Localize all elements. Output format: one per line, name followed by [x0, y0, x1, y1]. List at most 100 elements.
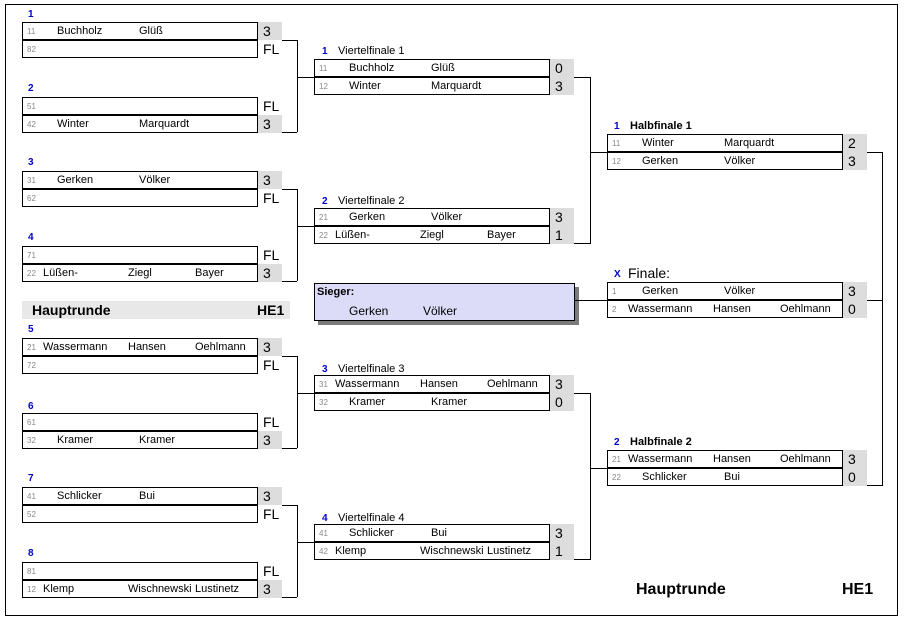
score-cell: 3 — [843, 152, 867, 170]
score-cell: 0 — [843, 300, 867, 318]
bracket-line — [297, 542, 315, 543]
player-name: Winter — [349, 80, 381, 92]
seed-number: 32 — [319, 398, 328, 407]
seed-number: 82 — [27, 45, 36, 54]
hauptrunde-title: Hauptrunde — [32, 302, 111, 318]
qf-number: 3 — [322, 364, 328, 375]
match-number: 2 — [28, 83, 34, 94]
player-name: Kramer — [349, 396, 386, 408]
qf-label: Viertelfinale 4 — [338, 512, 405, 524]
player-row: 51 — [22, 97, 258, 115]
final-number: X — [614, 269, 621, 280]
bracket-line — [282, 40, 297, 41]
seed-number: 2 — [612, 305, 617, 314]
player-name: Kramer — [431, 396, 468, 408]
player-row: 31 Gerken Völker — [22, 171, 258, 189]
seed-number: 22 — [27, 269, 36, 278]
player-name: Marquardt — [431, 80, 482, 92]
seed-number: 72 — [27, 361, 36, 370]
seed-number: 41 — [319, 529, 328, 538]
seed-number: 61 — [27, 418, 36, 427]
seed-number: 12 — [27, 585, 36, 594]
player-name: Lüßen- — [335, 229, 370, 241]
bracket-line — [590, 393, 591, 559]
player-name: Hansen — [713, 303, 751, 315]
player-name: Völker — [139, 174, 171, 186]
bracket-line — [590, 152, 608, 153]
bracket-line — [282, 448, 297, 449]
score-cell: 3 — [258, 171, 282, 189]
score-cell: 0 — [843, 468, 867, 486]
player-row: 72 — [22, 356, 258, 374]
seed-number: 22 — [319, 231, 328, 240]
score-cell: 0 — [550, 393, 574, 411]
player-name: Wassermann — [628, 303, 693, 315]
score-cell: FL — [258, 356, 282, 374]
seed-number: 21 — [27, 343, 36, 352]
player-name: Schlicker — [57, 490, 102, 502]
qf-number: 4 — [322, 513, 328, 524]
score-cell: FL — [258, 189, 282, 207]
match-number: 4 — [28, 232, 34, 243]
player-name: Bayer — [195, 267, 224, 279]
sf-number: 1 — [614, 121, 620, 132]
seed-number: 12 — [319, 82, 328, 91]
score-cell: 3 — [550, 375, 574, 393]
bracket-line — [574, 77, 591, 78]
bracket-line — [590, 77, 591, 243]
player-name: Oehlmann — [780, 453, 831, 465]
score-cell: 3 — [258, 431, 282, 449]
bracket-line — [297, 505, 298, 597]
score-cell: FL — [258, 246, 282, 264]
score-cell: 0 — [550, 59, 574, 77]
player-name: Völker — [724, 155, 756, 167]
seed-number: 42 — [27, 120, 36, 129]
seed-number: 31 — [27, 176, 36, 185]
bracket-line — [282, 132, 297, 133]
sf-label: Halbfinale 1 — [630, 120, 692, 132]
player-name: Wischnewski — [128, 583, 192, 595]
bracket-frame — [5, 4, 898, 616]
player-name: Bui — [431, 527, 447, 539]
winner-name-2: Völker — [423, 304, 458, 318]
bracket-line — [574, 243, 591, 244]
player-name: Klemp — [335, 545, 367, 557]
player-name: Oehlmann — [780, 303, 831, 315]
footer-title: Hauptrunde — [636, 581, 726, 598]
bracket-line — [574, 559, 591, 560]
player-name: Kramer — [57, 434, 94, 446]
score-cell: 3 — [258, 115, 282, 133]
sf-number: 2 — [614, 437, 620, 448]
player-name: Kramer — [139, 434, 176, 446]
bracket-line — [282, 189, 297, 190]
bracket-line — [867, 152, 883, 153]
score-cell: 3 — [843, 450, 867, 468]
final-label: Finale: — [628, 265, 671, 281]
player-name: Winter — [642, 137, 674, 149]
hauptrunde-code: HE1 — [257, 302, 285, 318]
player-name: Ziegl — [420, 229, 444, 241]
footer-code: HE1 — [842, 581, 874, 598]
bracket-line — [297, 393, 315, 394]
score-cell: 3 — [550, 524, 574, 542]
player-row: 12 Winter Marquardt — [314, 77, 550, 95]
seed-number: 11 — [319, 64, 328, 73]
bracket-line — [590, 468, 608, 469]
score-cell: 3 — [258, 580, 282, 598]
player-name: Glüß — [139, 25, 163, 37]
winner-connector — [575, 300, 607, 301]
score-cell: 3 — [258, 22, 282, 40]
seed-number: 42 — [319, 547, 328, 556]
qf-label: Viertelfinale 1 — [338, 45, 405, 57]
player-name: Gerken — [57, 174, 94, 186]
player-name: Völker — [431, 211, 463, 223]
bracket-line — [297, 356, 298, 448]
player-name: Völker — [724, 285, 756, 297]
player-name: Bui — [724, 471, 740, 483]
player-name: Klemp — [43, 583, 75, 595]
